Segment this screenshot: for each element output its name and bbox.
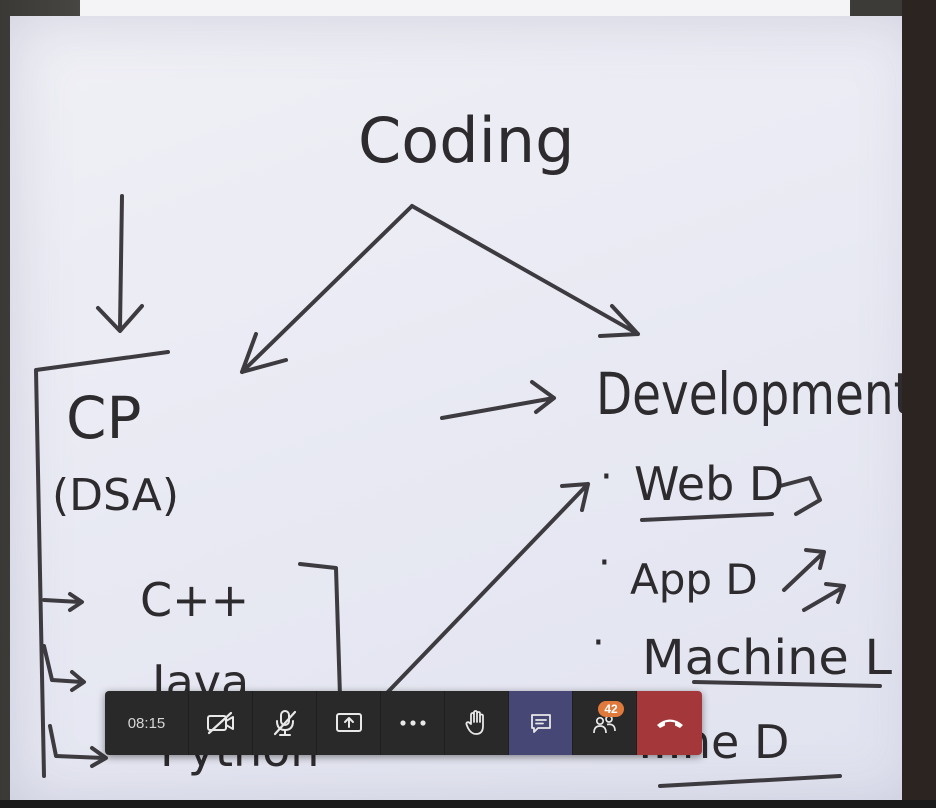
hang-up-button[interactable] bbox=[637, 691, 702, 755]
arrow-app-1 bbox=[782, 548, 826, 592]
item-machine-l: Machine L bbox=[642, 630, 892, 686]
branch-right bbox=[410, 204, 640, 338]
hang-up-icon bbox=[656, 719, 683, 728]
arrow-to-dev bbox=[440, 380, 556, 420]
top-edge-light bbox=[80, 0, 850, 18]
bullet: · bbox=[600, 454, 613, 500]
underline-web bbox=[640, 512, 774, 522]
camera-off-icon bbox=[206, 711, 234, 735]
raise-hand-icon bbox=[464, 710, 484, 735]
item-app-d: App D bbox=[630, 555, 758, 604]
item-web-d: Web D bbox=[634, 457, 784, 511]
camera-toggle-button[interactable] bbox=[189, 691, 253, 755]
development-heading: Development bbox=[596, 360, 912, 428]
whiteboard-frame bbox=[902, 0, 936, 808]
lang-cpp: C++ bbox=[140, 573, 249, 627]
title-coding: Coding bbox=[358, 104, 574, 177]
participants-count-badge: 42 bbox=[598, 701, 624, 717]
dsa-subheading: (DSA) bbox=[52, 470, 179, 521]
bullet: · bbox=[598, 540, 611, 586]
more-actions-button[interactable] bbox=[381, 691, 445, 755]
participants-icon bbox=[592, 715, 616, 734]
cp-bracket bbox=[34, 350, 170, 778]
call-toolbar: 08:15 bbox=[105, 691, 702, 755]
chat-icon bbox=[530, 714, 551, 733]
lang-bracket bbox=[298, 562, 342, 698]
arrow-java bbox=[42, 644, 86, 692]
whiteboard: Coding CP (DSA) C++ Java Python Developm… bbox=[10, 16, 922, 808]
share-screen-button[interactable] bbox=[317, 691, 381, 755]
bullet: · bbox=[592, 620, 605, 666]
underline-ml bbox=[692, 680, 882, 688]
down-arrow bbox=[96, 194, 144, 333]
cp-heading: CP bbox=[66, 384, 141, 452]
scribble-web bbox=[778, 476, 822, 516]
call-timer: 08:15 bbox=[105, 691, 189, 755]
mic-off-icon bbox=[273, 710, 296, 736]
arrow-app-2 bbox=[802, 582, 846, 612]
arrow-cpp bbox=[42, 592, 84, 612]
arrow-to-web bbox=[382, 482, 590, 698]
mic-toggle-button[interactable] bbox=[253, 691, 317, 755]
underline-last bbox=[658, 774, 842, 788]
raise-hand-button[interactable] bbox=[445, 691, 509, 755]
share-screen-icon bbox=[335, 713, 362, 732]
bottom-edge bbox=[0, 800, 936, 808]
branch-left bbox=[240, 204, 414, 374]
whiteboard-drawing: Coding CP (DSA) C++ Java Python Developm… bbox=[34, 104, 912, 788]
arrow-python bbox=[48, 724, 108, 768]
more-icon bbox=[399, 720, 426, 726]
participants-button[interactable]: 42 bbox=[573, 691, 637, 755]
chat-button[interactable] bbox=[509, 691, 573, 755]
